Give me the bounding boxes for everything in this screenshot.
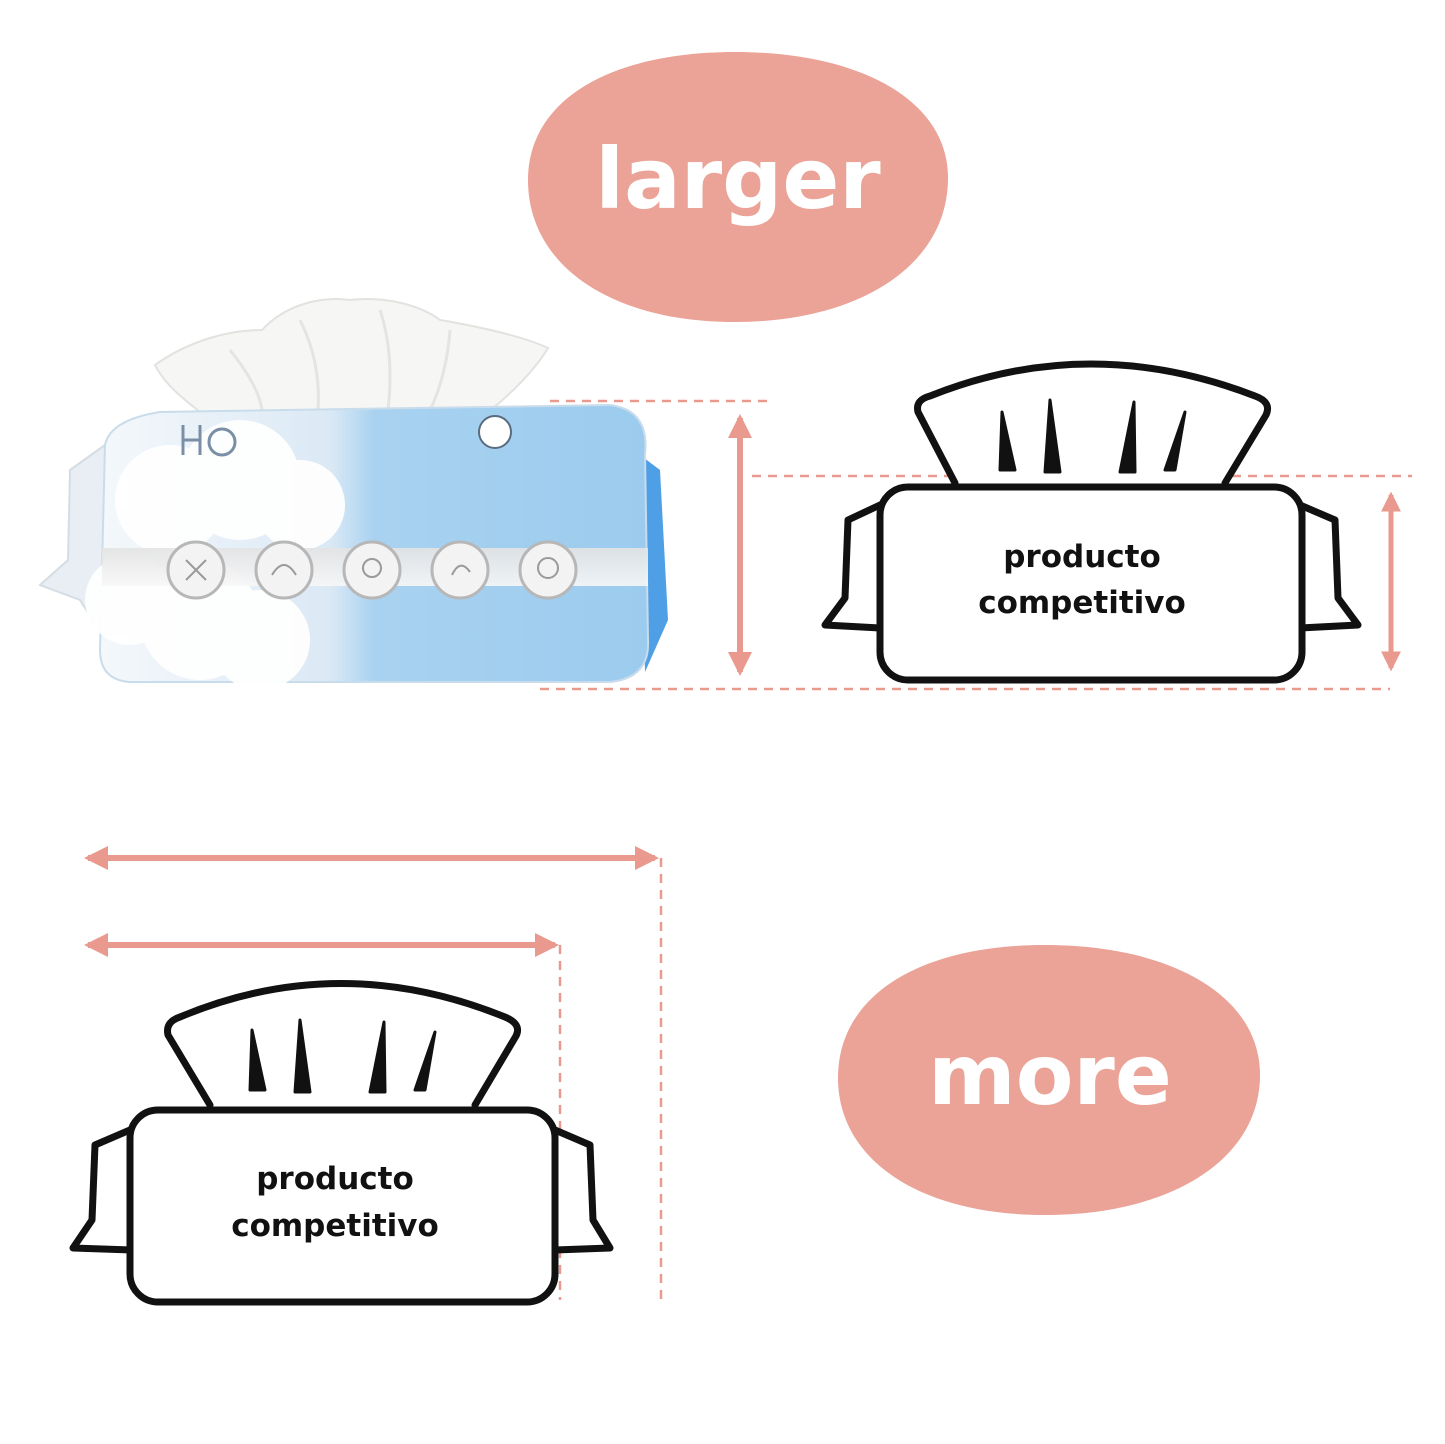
brand-logo-mark: [181, 425, 202, 455]
tissue-sheet: [153, 298, 550, 413]
competitor-box-bottom: [69, 980, 614, 1306]
plant-fiber-icon: [254, 540, 314, 600]
competitor-label-line1: producto: [1003, 539, 1161, 575]
gentle-skin-icon: [430, 540, 490, 600]
competitor-label-line1: producto: [256, 1161, 414, 1197]
competitor-box-top: [821, 360, 1362, 684]
larger-label: larger: [595, 130, 881, 228]
larger-badge: larger: [528, 52, 948, 322]
competitor-label-line2: competitivo: [978, 585, 1186, 621]
seal-icon: [478, 415, 512, 449]
more-badge: more: [838, 945, 1260, 1215]
height-comparison: producto competitivo: [540, 360, 1412, 691]
more-label: more: [928, 1026, 1172, 1124]
soft-touch-icon: [342, 540, 402, 600]
width-comparison: producto competitivo: [69, 846, 663, 1306]
competitor-label-line2: competitivo: [231, 1208, 439, 1244]
face-care-icon: [518, 540, 578, 600]
tissue-package: [38, 298, 668, 690]
